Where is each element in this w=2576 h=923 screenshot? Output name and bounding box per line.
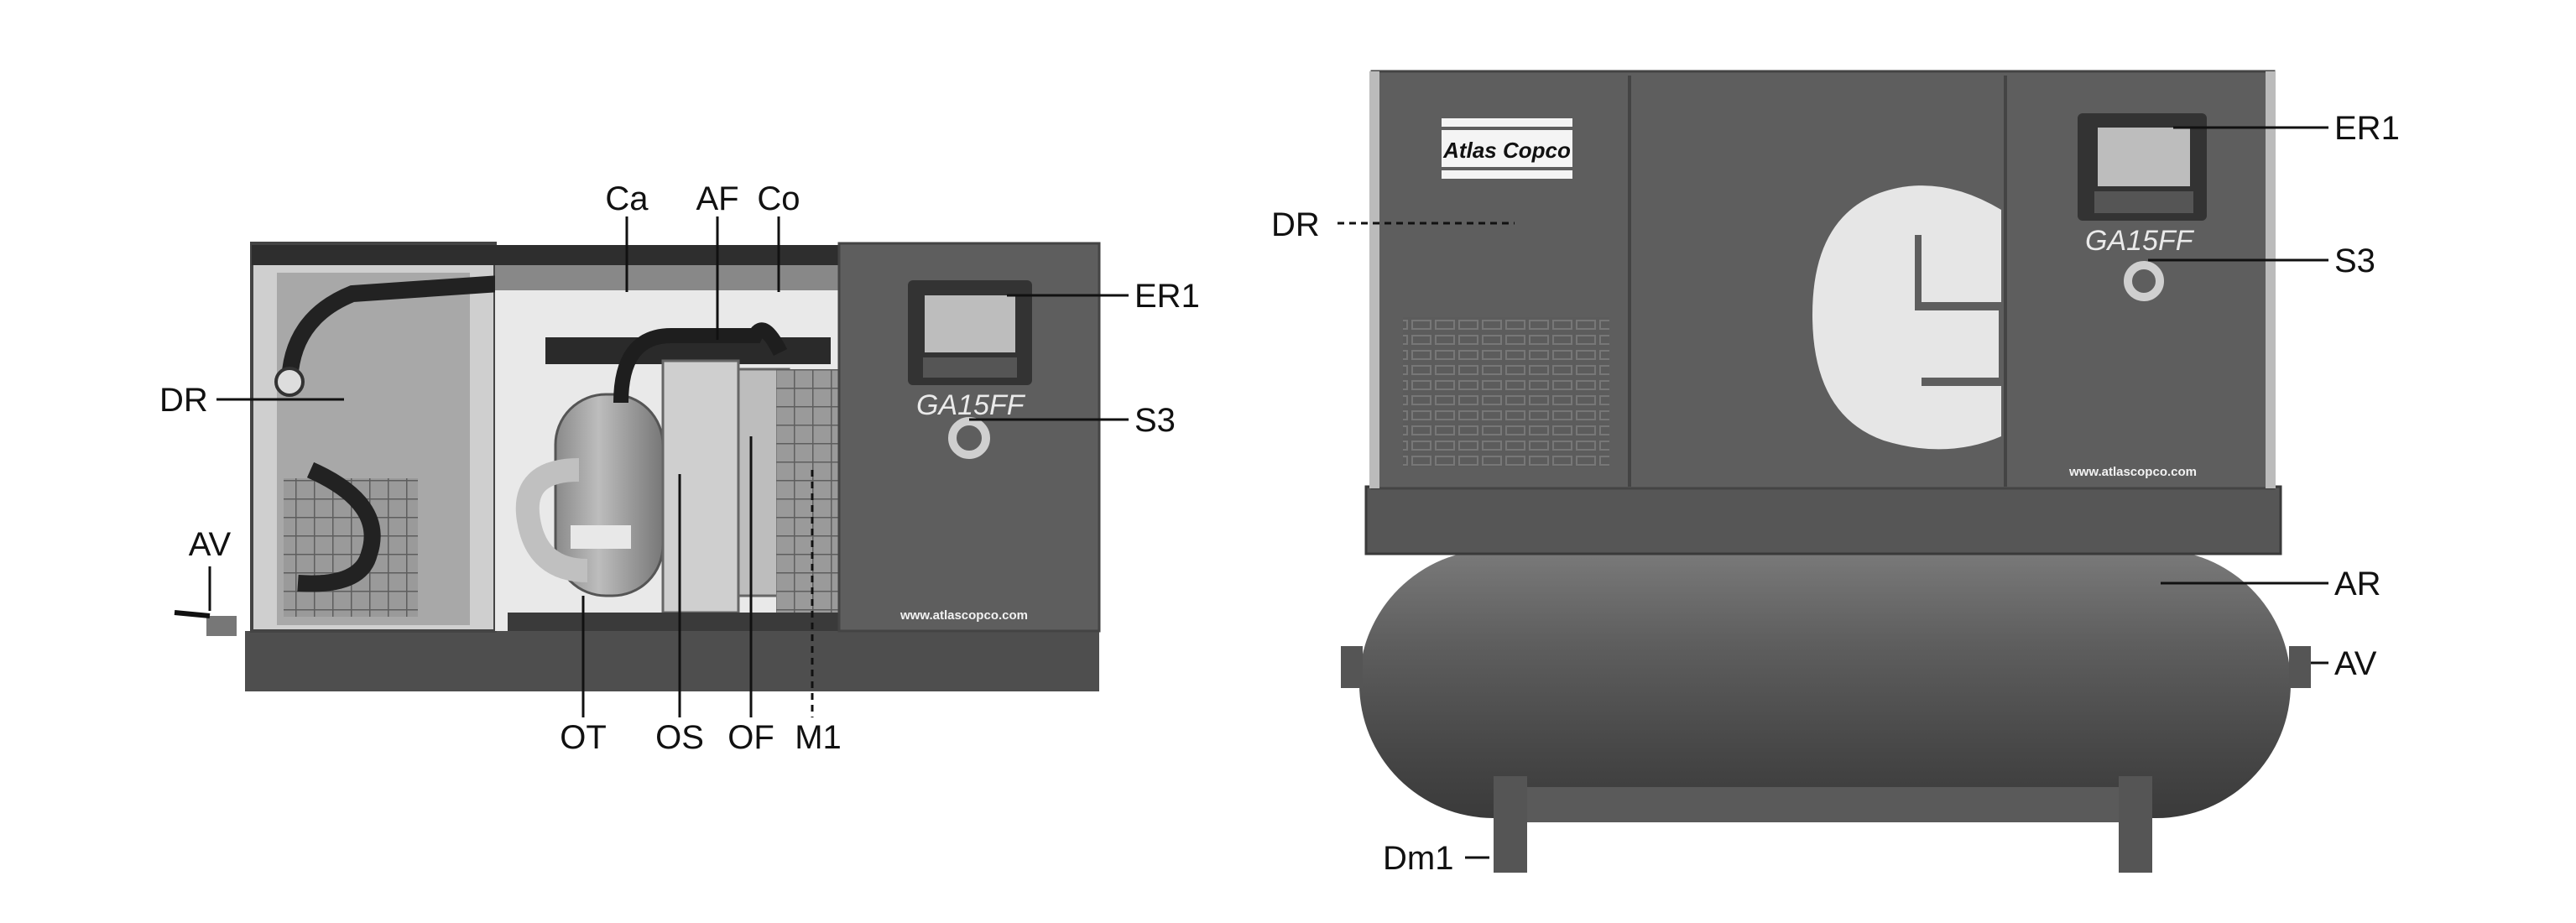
right-tank [1359, 550, 2291, 818]
label-co: Co [757, 180, 800, 217]
right-foot-bar [1527, 787, 2119, 822]
label-av-left: AV [189, 526, 232, 563]
label-s3-right: S3 [2334, 242, 2375, 279]
left-black-hose [613, 322, 788, 404]
label-of: OF [727, 719, 774, 756]
left-floor [508, 613, 843, 631]
right-website-text: www.atlascopco.com [2068, 465, 2197, 479]
left-av-handle [174, 610, 211, 618]
right-view-compressor: Atlas Copco GA15FF www.atlascopco.com [1341, 70, 2311, 873]
right-brand-bar-bottom [1442, 170, 1572, 179]
right-tank-nozzle-left [1341, 646, 1363, 688]
label-ca: Ca [605, 180, 649, 217]
label-s3-left: S3 [1134, 402, 1176, 439]
right-display-screen [2098, 128, 2190, 186]
right-model-text: GA15FF [2085, 225, 2195, 257]
label-ot: OT [560, 719, 607, 756]
left-top-rail [252, 245, 847, 265]
left-view-compressor: GA15FF www.atlascopco.com [174, 242, 1101, 691]
label-dr-left: DR [159, 382, 208, 419]
label-dr-right: DR [1271, 206, 1320, 243]
label-er1-right: ER1 [2334, 110, 2400, 147]
right-cabinet-side-l [1369, 71, 1379, 488]
label-ar: AR [2334, 566, 2381, 602]
label-av-right: AV [2334, 645, 2377, 682]
right-g-logo [1812, 185, 2001, 450]
left-website-text: www.atlascopco.com [900, 608, 1028, 623]
right-foot-right [2119, 776, 2152, 873]
right-display-keys [2094, 191, 2193, 213]
right-foot-left [1494, 776, 1527, 873]
right-emergency-stop [2124, 261, 2164, 301]
left-leaders [208, 216, 1129, 717]
left-model-text: GA15FF [916, 389, 1026, 421]
left-emergency-stop [948, 417, 990, 459]
right-brand-plate [1442, 130, 1572, 167]
right-tank-nozzle-right [2289, 646, 2311, 688]
label-m1: M1 [795, 719, 842, 756]
right-cabinet-side-r [2266, 71, 2276, 488]
label-er1-left: ER1 [1134, 278, 1200, 315]
right-vent-grille [1403, 317, 1609, 467]
left-labels: Ca AF Co ER1 DR S3 AV OT OS OF M1 [159, 180, 1200, 756]
label-dm1: Dm1 [1383, 840, 1453, 877]
left-separator [661, 359, 740, 614]
right-brand-text: Atlas Copco [1442, 138, 1571, 163]
left-motor-grille [776, 369, 839, 613]
left-vessel-label [571, 525, 631, 549]
left-fitting [274, 367, 305, 397]
left-av-valve [206, 616, 237, 636]
right-labels: DR ER1 S3 AR AV Dm1 [1271, 110, 2400, 877]
label-af: AF [696, 180, 738, 217]
left-base [245, 631, 1099, 691]
left-display-screen [925, 295, 1015, 352]
left-dryer-hose-bottom [297, 462, 381, 592]
left-display-keys [923, 357, 1017, 378]
right-brand-bar-top [1442, 118, 1572, 127]
label-os: OS [655, 719, 704, 756]
left-vessel-pipe [515, 458, 588, 582]
left-top-cooler [495, 265, 839, 290]
right-leaders [1338, 126, 2328, 859]
right-platform [1364, 485, 2282, 555]
